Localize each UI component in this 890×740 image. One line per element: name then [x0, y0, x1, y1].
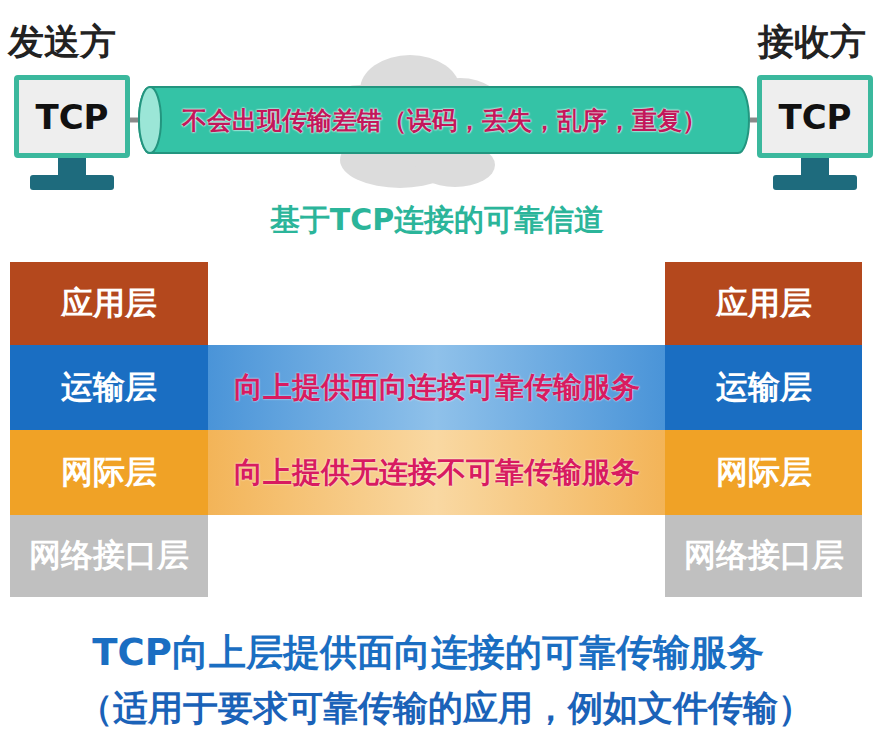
layer-box: 网际层 [10, 430, 208, 515]
node-text: TCP [778, 97, 851, 137]
service-band: 向上提供面向连接可靠传输服务 [208, 345, 665, 430]
node-text: 运输层 [61, 366, 157, 410]
tube-end [139, 87, 161, 153]
party-label: 发送方 [8, 18, 116, 67]
node-text: 不会出现传输差错（误码，丢失，乱序，重复） [182, 104, 707, 137]
party-label: 接收方 [758, 18, 866, 67]
service-band: 向上提供无连接不可靠传输服务 [208, 430, 665, 515]
node-text: 应用层 [716, 282, 812, 326]
layer-box: 网际层 [665, 430, 862, 515]
node-text: 网际层 [716, 451, 812, 495]
node-text: 网络接口层 [29, 534, 189, 578]
layer-box: 应用层 [10, 262, 208, 345]
caption: TCP向上层提供面向连接的可靠传输服务 [92, 628, 764, 678]
node-text: 网际层 [61, 451, 157, 495]
node-text: 网络接口层 [684, 534, 844, 578]
tube-body [139, 87, 749, 153]
connector [750, 120, 757, 121]
node-text: 运输层 [716, 366, 812, 410]
connector-line [130, 118, 138, 123]
layer-box: 应用层 [665, 262, 862, 345]
tcp-monitor: TCP [757, 75, 873, 158]
channel-tube: 不会出现传输差错（误码，丢失，乱序，重复） [138, 86, 750, 154]
layer-box: 网络接口层 [665, 515, 862, 597]
node-text: 向上提供面向连接可靠传输服务 [234, 368, 640, 408]
monitor-stand [30, 158, 857, 190]
layer-box: 运输层 [10, 345, 208, 430]
connector [130, 120, 138, 121]
layer-box: 网络接口层 [10, 515, 208, 597]
note-text: （适用于要求可靠传输的应用，例如文件传输） [78, 685, 813, 732]
tcp-monitor: TCP [14, 75, 130, 158]
node-text: 向上提供无连接不可靠传输服务 [234, 453, 640, 493]
connector-line [750, 118, 757, 123]
layer-box: 运输层 [665, 345, 862, 430]
channel-label: 基于TCP连接的可靠信道 [270, 200, 604, 241]
node-text: TCP [35, 97, 108, 137]
node-text: 应用层 [61, 282, 157, 326]
